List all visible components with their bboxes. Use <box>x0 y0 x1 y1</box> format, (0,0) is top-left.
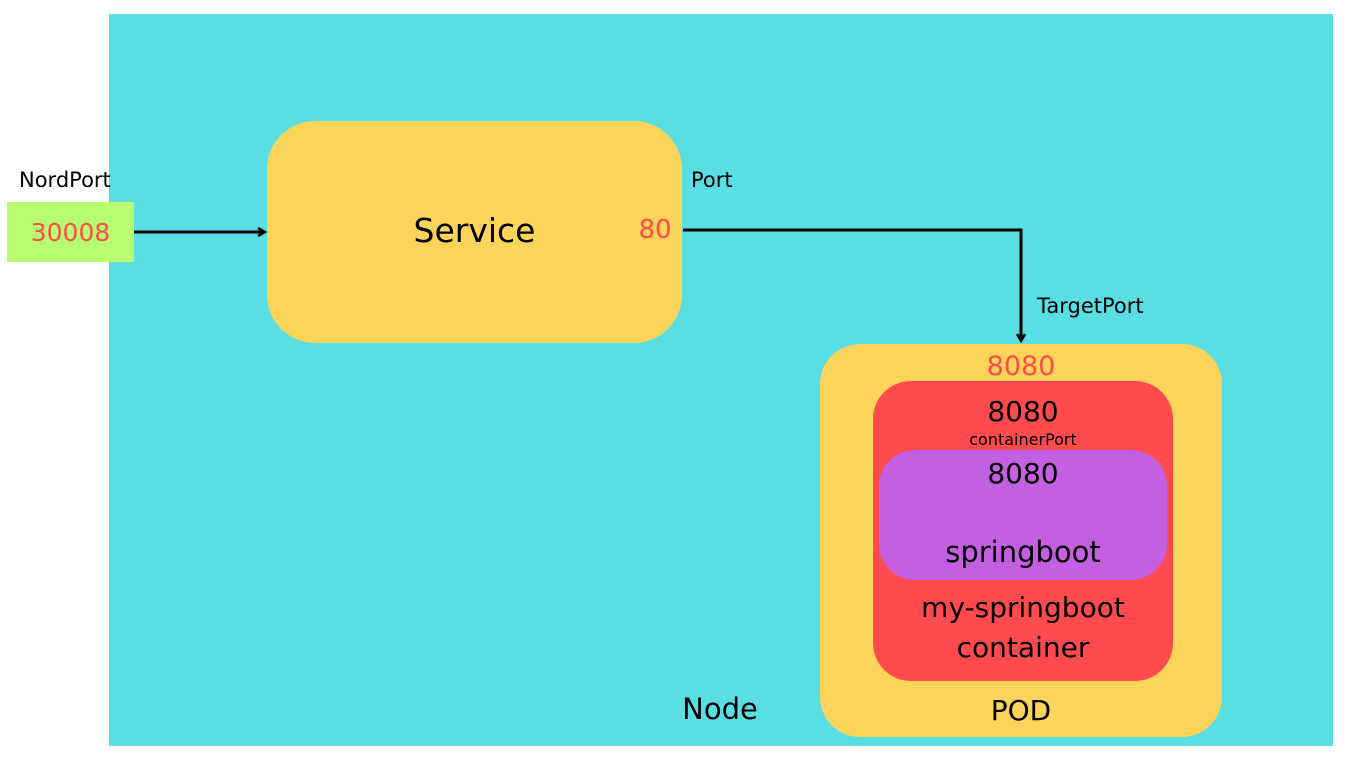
nodeport-label: NordPort <box>19 168 111 192</box>
targetport-label: TargetPort <box>1037 294 1144 318</box>
service-to-pod-arrow <box>683 228 1021 341</box>
service-port-value: 80 <box>638 215 672 245</box>
container-port-value: 8080 <box>987 394 1059 428</box>
pod-port-value: 8080 <box>986 350 1056 382</box>
node-label: Node <box>682 692 758 726</box>
springboot-app-box <box>879 450 1167 580</box>
springboot-label: springboot <box>945 535 1101 569</box>
pod-label: POD <box>990 693 1052 727</box>
container-name: my-springboot container <box>873 588 1173 668</box>
service-port-label: Port <box>691 168 733 192</box>
service-label: Service <box>413 210 536 250</box>
nodeport-value: 30008 <box>7 202 134 262</box>
container-name-line1: my-springboot <box>921 591 1125 624</box>
container-port-label: containerPort <box>969 429 1077 449</box>
container-name-line2: container <box>956 631 1090 664</box>
springboot-port-value: 8080 <box>987 456 1059 490</box>
service-box <box>267 121 682 343</box>
